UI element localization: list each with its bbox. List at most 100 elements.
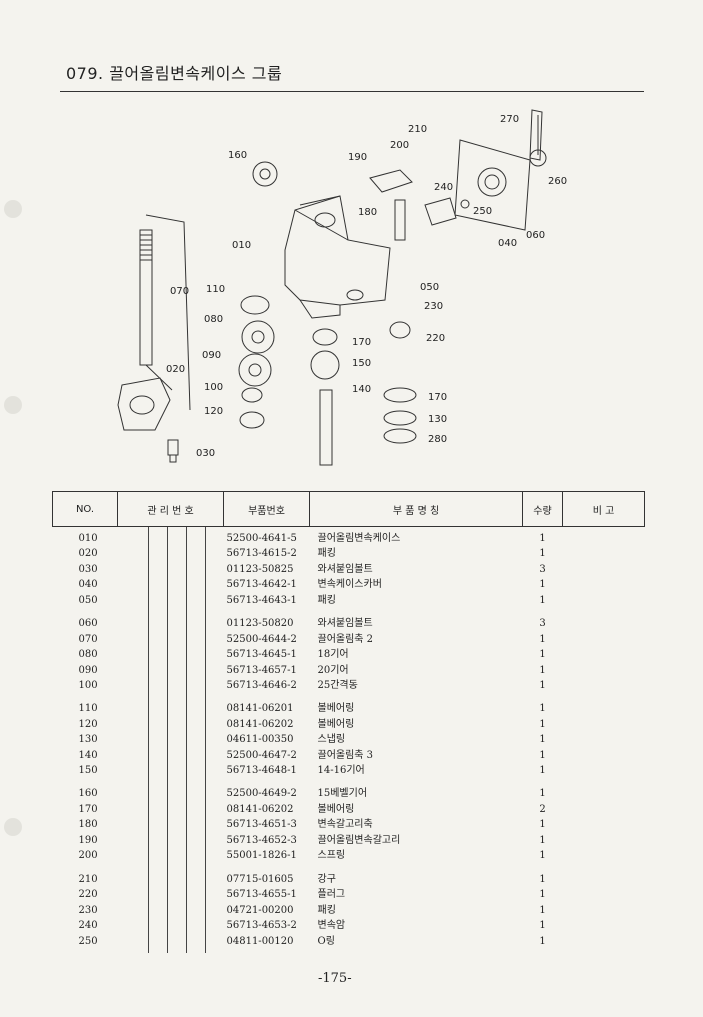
row-no: 160: [78, 788, 98, 800]
row-part-name: 스프링: [317, 850, 346, 862]
case-010-shape: [284, 195, 391, 306]
callout-010: 010: [232, 240, 251, 251]
callout-180: 180: [358, 207, 377, 218]
gear-080-shape: [241, 320, 275, 354]
row-no: 230: [78, 904, 98, 916]
remark-cell: [563, 697, 645, 782]
row-part-name: O링: [317, 935, 335, 947]
row-no: 010: [78, 532, 98, 544]
callout-190: 190: [348, 152, 367, 163]
callout-280: 280: [428, 434, 447, 445]
row-part-name: 스냅링: [317, 734, 346, 746]
row-no: 080: [78, 649, 98, 661]
row-part-name: 볼베어링: [317, 718, 355, 730]
row-no: 070: [78, 633, 98, 645]
parts-table: NO. 관 리 번 호 부품번호 부 품 명 칭 수량 비 고 010 020 …: [52, 490, 645, 953]
bolt-030-shape: [167, 439, 179, 463]
row-part-name: 플러그: [317, 889, 346, 901]
header-remark: 비 고: [562, 490, 645, 528]
row-no: 100: [78, 680, 98, 692]
callout-020: 020: [166, 364, 185, 375]
row-qty: 1: [539, 889, 546, 901]
row-qty: 1: [539, 734, 546, 746]
row-no: 040: [78, 579, 98, 591]
row-qty: 1: [539, 904, 546, 916]
header-part-name: 부 품 명 칭: [309, 490, 523, 528]
remark-cell: [563, 868, 645, 953]
callout-170: 170: [352, 337, 371, 348]
collar-100-shape: [241, 387, 263, 403]
row-no: 180: [78, 819, 98, 831]
row-part-no: 56713-4651-3: [226, 819, 297, 831]
callout-160: 160: [228, 150, 247, 161]
row-part-name: 20기어: [317, 664, 349, 676]
row-no: 050: [78, 594, 98, 606]
table-row-group: 010 020 030 040 050 52500-4641-5 56713-4…: [53, 527, 645, 613]
row-part-no: 56713-4657-1: [226, 664, 297, 676]
bearing-170-shape: [312, 328, 338, 346]
row-part-no: 56713-4653-2: [226, 920, 297, 932]
bearing-110-shape: [240, 295, 270, 315]
row-part-name: 패킹: [317, 548, 336, 560]
callout-130: 130: [428, 414, 447, 425]
row-part-no: 55001-1826-1: [226, 850, 297, 862]
gear-090-shape: [238, 353, 272, 387]
row-qty: 1: [539, 834, 546, 846]
callout-230: 230: [424, 301, 443, 312]
ring-170b-shape: [383, 387, 417, 403]
mgmt-cell: [118, 697, 224, 783]
row-part-name: 와셔붙임볼트: [317, 563, 373, 575]
row-qty: 1: [539, 548, 546, 560]
callout-050: 050: [420, 282, 439, 293]
remark-cell: [563, 783, 645, 868]
callout-170b: 170: [428, 392, 447, 403]
row-part-no: 52500-4649-2: [226, 788, 297, 800]
callout-270: 270: [500, 114, 519, 125]
row-part-name: 끌어올림축 2: [317, 633, 374, 645]
row-qty: 1: [539, 633, 546, 645]
row-part-no: 52500-4641-5: [226, 532, 297, 544]
cover-040-shape: [454, 139, 531, 231]
header-qty: 수량: [522, 490, 563, 528]
row-qty: 1: [539, 765, 546, 777]
row-part-name: 끌어올림변속갈고리: [317, 834, 401, 846]
row-qty: 1: [539, 788, 546, 800]
header-part-no: 부품번호: [223, 490, 310, 528]
row-no: 130: [78, 734, 98, 746]
row-no: 140: [78, 749, 98, 761]
ring-130-shape: [383, 410, 417, 426]
row-part-name: 변속암: [317, 920, 346, 932]
row-no: 170: [78, 803, 98, 815]
row-part-no: 56713-4615-2: [226, 548, 297, 560]
mgmt-cell: [118, 612, 224, 698]
callout-060: 060: [526, 230, 545, 241]
row-no: 220: [78, 889, 98, 901]
row-qty: 1: [539, 819, 546, 831]
table-row-group: 060 070 080 090 100 01123-50820 52500-46…: [53, 612, 645, 698]
row-part-name: 강구: [317, 873, 336, 885]
row-qty: 1: [539, 680, 546, 692]
row-part-no: 01123-50825: [226, 563, 294, 575]
row-qty: 1: [539, 594, 546, 606]
row-part-no: 07715-01605: [226, 873, 294, 885]
row-no: 020: [78, 548, 98, 560]
callout-150: 150: [352, 358, 371, 369]
row-qty: 1: [539, 664, 546, 676]
row-qty: 1: [539, 935, 546, 947]
callout-260: 260: [548, 176, 567, 187]
row-part-name: 변속케이스카버: [317, 579, 382, 591]
callout-220: 220: [426, 333, 445, 344]
row-qty: 1: [539, 749, 546, 761]
page-number: -175-: [318, 971, 352, 986]
remark-cell: [563, 612, 645, 697]
row-part-name: 변속갈고리축: [317, 819, 373, 831]
row-part-name: 와셔붙임볼트: [317, 618, 373, 630]
shaft-070-spline: [140, 234, 152, 261]
row-part-no: 08141-06201: [226, 703, 294, 715]
header-mgmt: 관 리 번 호: [117, 490, 224, 528]
row-qty: 1: [539, 579, 546, 591]
binder-hole: [4, 396, 22, 414]
row-part-name: 15베벨기어: [317, 788, 368, 800]
row-no: 110: [78, 703, 98, 715]
row-no: 240: [78, 920, 98, 932]
